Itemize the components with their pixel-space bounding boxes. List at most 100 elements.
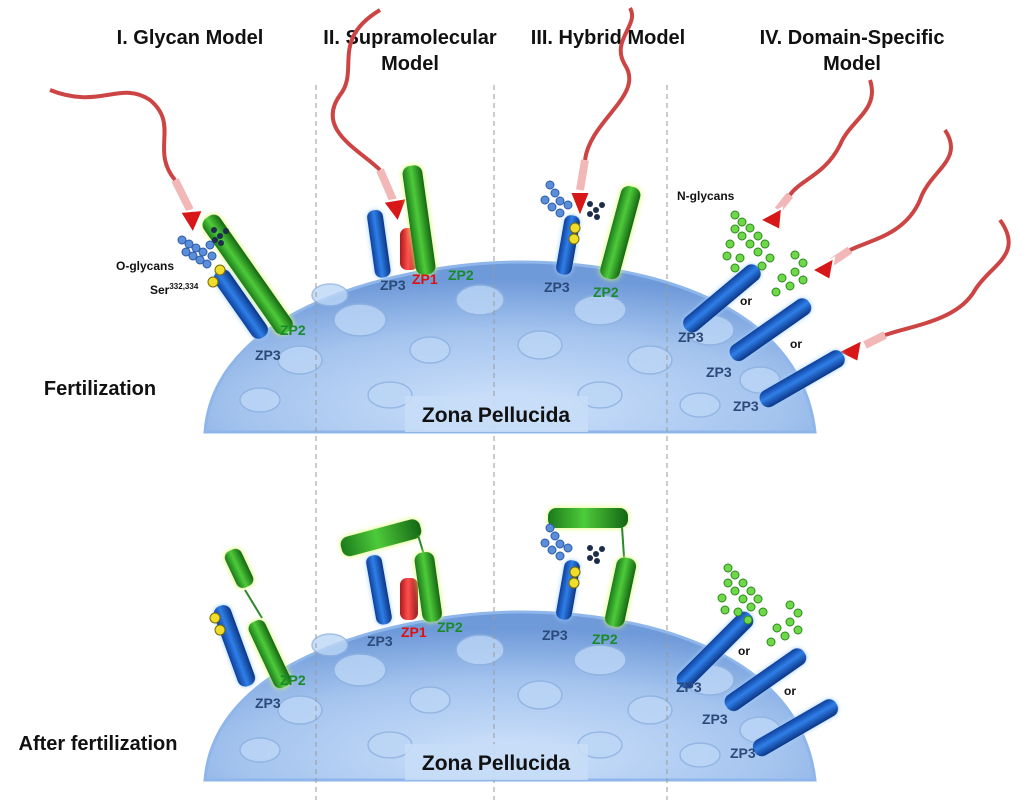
sperm-tail-1	[788, 79, 874, 197]
hybrid-model-bottom: ZP3 ZP2	[540, 508, 637, 647]
supramolecular-model-bottom: ZP3 ZP1 ZP2	[340, 519, 463, 649]
label-zp2: ZP2	[280, 322, 306, 338]
n-glycan-cluster-1	[717, 563, 768, 625]
zona-dome-bottom	[203, 610, 817, 782]
domain-specific-model-bottom: or or ZP3 ZP3 ZP3	[676, 563, 839, 761]
label-zp2: ZP2	[592, 631, 618, 647]
zona-label-top-box: Zona Pellucida	[405, 396, 588, 432]
title-hybrid-model: III. Hybrid Model	[531, 27, 685, 49]
zp3-rod-1	[683, 264, 761, 333]
label-zp1: ZP1	[401, 624, 427, 640]
label-zp3-2: ZP3	[702, 711, 728, 727]
n-glycan-cluster-2	[766, 600, 803, 647]
title-glycan-model: I. Glycan Model	[117, 27, 264, 49]
sperm-head-3	[835, 338, 864, 364]
dark-glycan-cluster	[587, 201, 605, 220]
sperm-head	[381, 196, 409, 225]
title-supramolecular-line1: II. Supramolecular	[323, 27, 497, 49]
zp3-rod-3	[759, 350, 845, 408]
serine-site-1	[569, 222, 581, 234]
n-glycan-cluster-2	[771, 250, 808, 297]
dark-glycan-cluster	[211, 227, 229, 246]
zona-label-bottom: Zona Pellucida	[422, 752, 571, 775]
ser-text: Ser	[150, 283, 170, 297]
sperm-head	[568, 191, 592, 220]
zp3-rod	[367, 209, 391, 278]
hybrid-model-top: ZP3 ZP2	[540, 6, 641, 300]
cleaved-linker	[417, 534, 425, 556]
sperm-head-2	[809, 256, 836, 282]
o-glycan-chains	[177, 235, 217, 269]
label-zp2: ZP2	[448, 267, 474, 283]
zp3-rod-3	[752, 699, 839, 757]
zp2-fragment-lower	[248, 619, 291, 689]
label-zp3: ZP3	[255, 695, 281, 711]
cleaved-linker	[244, 589, 263, 619]
sperm-midpiece	[376, 168, 397, 202]
label-zp3: ZP3	[255, 347, 281, 363]
zp2-fragment-lower	[604, 557, 637, 627]
label-zp3-1: ZP3	[678, 329, 704, 345]
n-glycan-cluster-1	[722, 210, 775, 273]
serine-site-1	[214, 264, 226, 276]
zp3-rod	[213, 269, 269, 339]
cleaved-linker	[621, 526, 625, 558]
row-label-fertilization: Fertilization	[44, 378, 156, 400]
label-zp3-3: ZP3	[733, 398, 759, 414]
supramolecular-model-top: ZP3 ZP1 ZP2	[330, 8, 474, 293]
label-zp3: ZP3	[544, 279, 570, 295]
column-titles: I. Glycan Model II. Supramolecular Model…	[117, 27, 945, 75]
sperm-tail-2	[849, 128, 953, 252]
column-dividers	[315, 85, 668, 800]
label-zp2: ZP2	[593, 284, 619, 300]
serine-site-2	[568, 233, 580, 245]
label-zp2: ZP2	[437, 619, 463, 635]
serine-site-1	[569, 566, 581, 578]
zp1-rod	[400, 578, 418, 620]
label-n-glycans: N-glycans	[677, 189, 735, 203]
title-supramolecular-line2: Model	[381, 53, 439, 75]
label-zp3: ZP3	[380, 277, 406, 293]
label-or-2: or	[784, 684, 796, 698]
serine-site-2	[214, 624, 226, 636]
label-zp2: ZP2	[280, 672, 306, 688]
zona-label-top: Zona Pellucida	[422, 404, 571, 427]
label-ser: Ser332,334	[150, 282, 199, 297]
dark-glycan-cluster	[587, 545, 605, 564]
glycan-model-bottom: ZP2 ZP3	[209, 548, 306, 711]
label-zp3-1: ZP3	[676, 679, 702, 695]
label-zp3: ZP3	[367, 633, 393, 649]
zona-label-bottom-box: Zona Pellucida	[405, 744, 588, 780]
sperm-tail	[583, 6, 634, 161]
label-zp1: ZP1	[412, 271, 438, 287]
zp2-fragment-lower	[414, 551, 443, 622]
domain-specific-model-top: N-glycans or or ZP3 ZP3 ZP3	[677, 79, 1011, 414]
zp3-rod-2	[724, 648, 807, 712]
zp2-rod	[402, 165, 436, 275]
label-or-2: or	[790, 337, 802, 351]
label-zp3-2: ZP3	[706, 364, 732, 380]
zp2-rod	[202, 214, 293, 335]
zp2-fragment-upper	[548, 508, 628, 528]
ser-superscript: 332,334	[169, 282, 198, 291]
serine-site-2	[568, 577, 580, 589]
zp3-rod-2	[729, 298, 812, 362]
sperm-head-1	[757, 206, 784, 232]
label-or-1: or	[740, 294, 752, 308]
sperm-midpiece	[576, 159, 589, 191]
glycan-model-top: O-glycans Ser332,334 ZP2 ZP3	[49, 88, 306, 363]
sperm-tail	[330, 8, 382, 172]
row-label-after-fertilization: After fertilization	[19, 733, 178, 755]
o-glycan-chains	[540, 180, 573, 218]
label-zp3: ZP3	[542, 627, 568, 643]
zp2-fragment-upper	[340, 519, 422, 557]
sperm-head	[178, 208, 205, 236]
sperm-tail	[49, 88, 177, 182]
sperm-midpiece	[171, 178, 194, 212]
sperm-tail-3	[884, 218, 1011, 337]
title-domain-specific-line2: Model	[823, 53, 881, 75]
zp3-rod-1	[676, 611, 754, 689]
label-or-1: or	[738, 644, 750, 658]
serine-site-1	[209, 612, 221, 624]
